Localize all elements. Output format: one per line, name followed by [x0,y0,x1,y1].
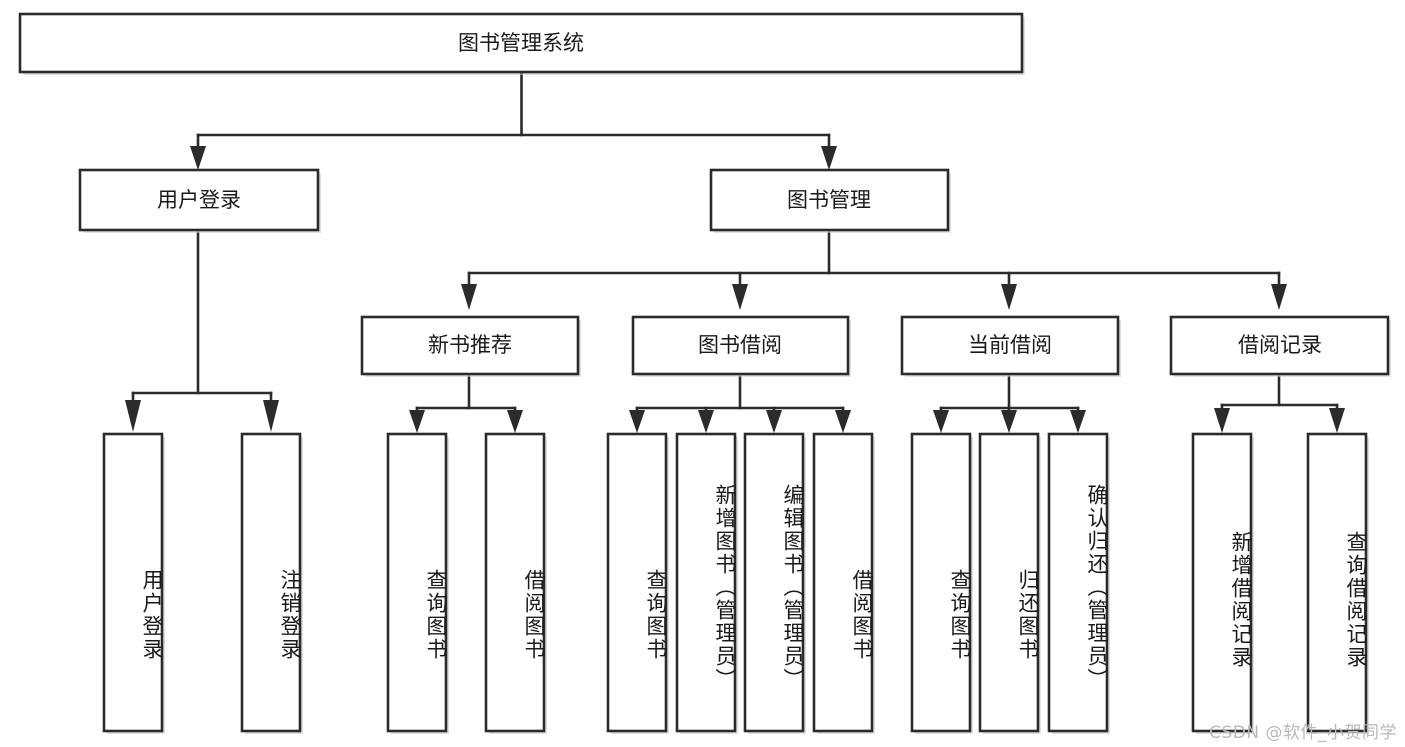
leaf-rect-br-2[interactable] [1306,432,1368,733]
node-root-rect[interactable] [18,12,1024,74]
arrow-head-leaf-user-login [125,400,141,432]
arrow-head-borrow-record [1271,284,1287,310]
node-book-management-rect[interactable] [709,168,950,232]
node-book-borrow[interactable]: 图书借阅 [631,315,851,377]
arrow-head-current-borrow [1001,284,1017,310]
leaf-rect-logout[interactable] [240,432,302,733]
arrow-head-br-leaf-1 [1214,408,1230,433]
csdn-watermark: CSDN @软件_小贺同学 [1209,723,1397,743]
arrow-head-book-borrow [732,284,748,310]
arrow-head-user-login [190,146,206,170]
connectors-user-login-leaves [125,231,279,432]
node-new-book-recommend[interactable]: 新书推荐 [360,315,581,377]
node-book-management-label: 图书管理 [787,188,871,212]
leaf-rect-bb-2[interactable] [675,432,737,733]
arrow-head-nb-leaf-2 [507,410,523,433]
connectors-root-to-level1 [190,72,837,170]
arrow-head-new-book [461,284,477,310]
leaf-rect-nb-2[interactable] [484,432,546,733]
leaf-rect-br-1[interactable] [1191,432,1253,733]
arrow-head-br-leaf-2 [1329,408,1345,433]
leaf-rect-user-login[interactable] [102,432,164,733]
leaf-boxes [102,432,1369,734]
leaf-rect-cb-3[interactable] [1047,432,1109,733]
node-user-login-rect[interactable] [78,168,320,232]
connectors-book-borrow-leaves [629,375,851,433]
node-book-borrow-rect[interactable] [631,315,850,376]
leaf-rect-cb-1[interactable] [910,432,972,733]
node-new-book-rect[interactable] [360,315,580,376]
arrow-head-nb-leaf-1 [409,410,425,433]
arrow-head-leaf-logout [263,400,279,432]
arrow-head-bb-leaf-4 [835,410,851,433]
node-current-borrow-label: 当前借阅 [968,333,1052,357]
node-book-management[interactable]: 图书管理 [709,168,951,233]
connectors-borrow-record-leaves [1214,375,1345,433]
arrow-head-book-mgmt [821,146,837,170]
connectors-book-mgmt-to-level2 [461,231,1287,310]
leaf-rect-nb-1[interactable] [386,432,448,733]
arrow-head-bb-leaf-1 [629,410,645,433]
arrow-head-bb-leaf-2 [698,410,714,433]
node-root-label: 图书管理系统 [458,31,584,55]
node-borrow-record-rect[interactable] [1169,315,1390,376]
leaf-rect-bb-3[interactable] [743,432,805,733]
node-borrow-record-label: 借阅记录 [1238,333,1322,357]
leaf-rect-cb-2[interactable] [978,432,1040,733]
leaf-rect-bb-1[interactable] [606,432,668,733]
connectors-current-borrow-leaves [933,375,1086,433]
leaf-rect-bb-4[interactable] [812,432,874,733]
connectors-new-book-leaves [409,375,523,433]
node-current-borrow[interactable]: 当前借阅 [900,315,1121,377]
node-book-borrow-label: 图书借阅 [698,333,782,357]
arrow-head-cb-leaf-1 [933,410,949,433]
arrow-head-bb-leaf-3 [766,410,782,433]
node-new-book-label: 新书推荐 [428,333,512,357]
node-user-login-label: 用户登录 [157,188,241,212]
arrow-head-cb-leaf-3 [1070,410,1086,433]
node-borrow-record[interactable]: 借阅记录 [1169,315,1391,377]
node-current-borrow-rect[interactable] [900,315,1120,376]
node-user-login[interactable]: 用户登录 [78,168,321,233]
arrow-head-cb-leaf-2 [1001,410,1017,433]
node-root[interactable]: 图书管理系统 [18,12,1025,75]
